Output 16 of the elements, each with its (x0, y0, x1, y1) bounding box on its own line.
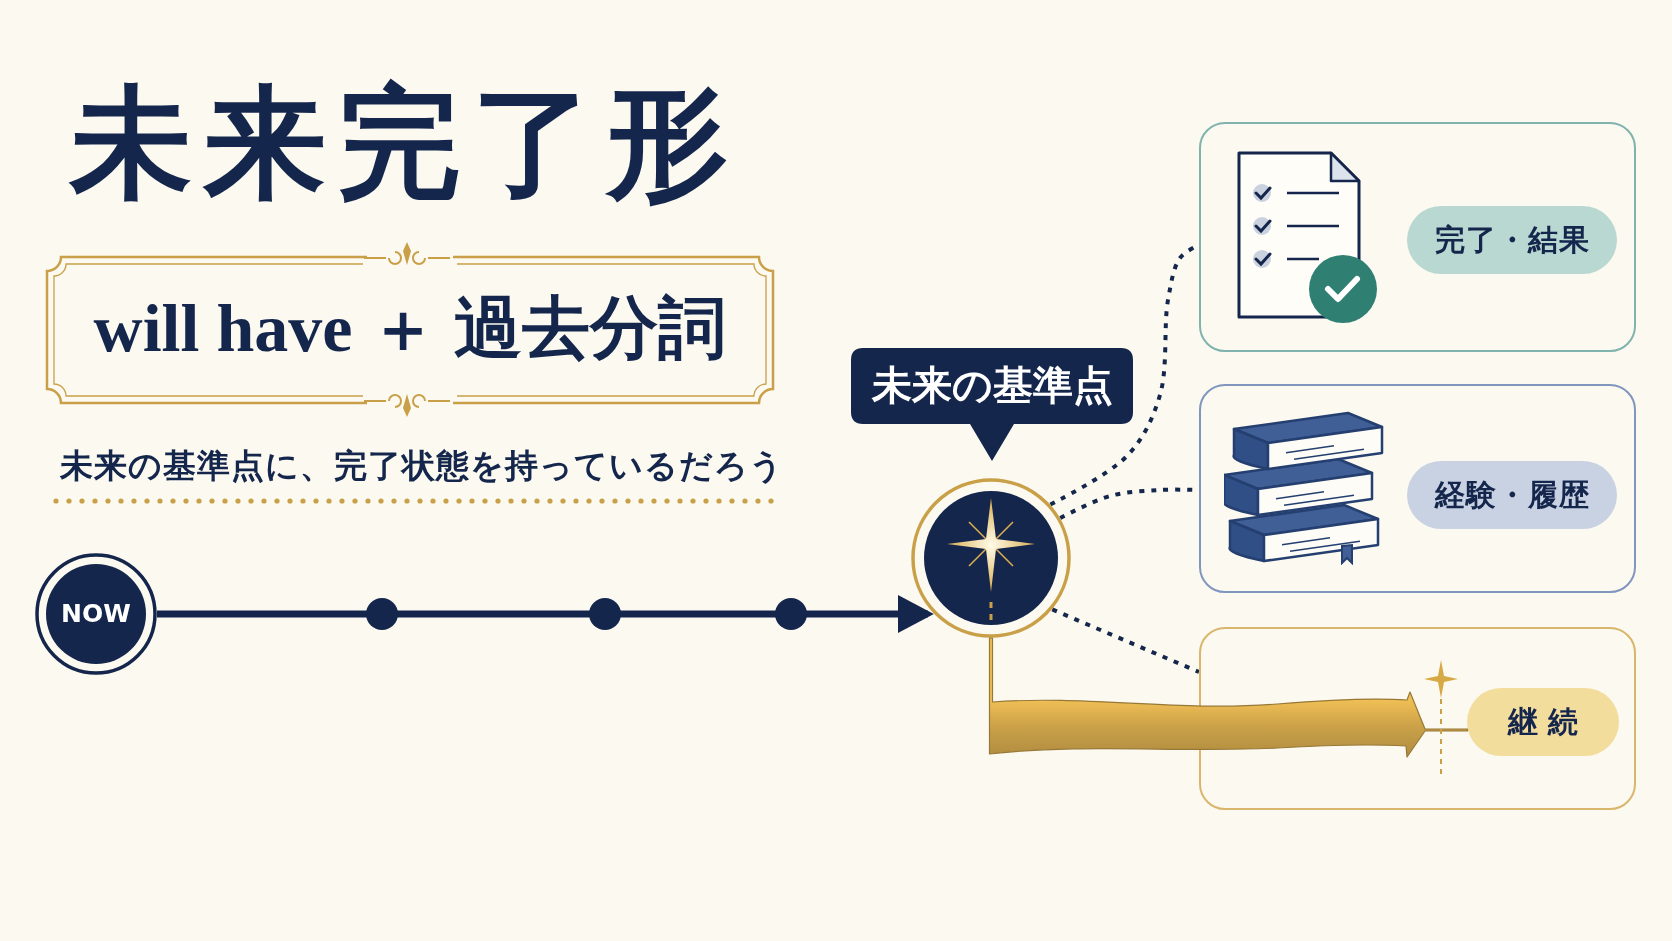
dotted-connector (1051, 607, 1200, 674)
title: 未来完了形 (70, 80, 740, 209)
start-circle (35, 553, 157, 675)
callout-bubble (851, 348, 1133, 461)
category-tag: 経験・履歴 (1407, 461, 1617, 529)
ribbon-arrow (988, 637, 1469, 758)
category-panel (1199, 122, 1636, 352)
ornate-frame (45, 254, 775, 406)
formula-text: will have ＋ 過去分詞 (93, 291, 727, 366)
callout-text: 未来の基準点 (871, 364, 1113, 408)
now-label: NOW (61, 600, 131, 628)
category-panel (1199, 384, 1636, 593)
category-tag: 継続 (1467, 688, 1619, 756)
timeline-target-circle (911, 478, 1071, 638)
category-tag: 完了・結果 (1407, 206, 1617, 274)
subtitle: 未来の基準点に、完了状態を持っているだろう (60, 445, 784, 487)
